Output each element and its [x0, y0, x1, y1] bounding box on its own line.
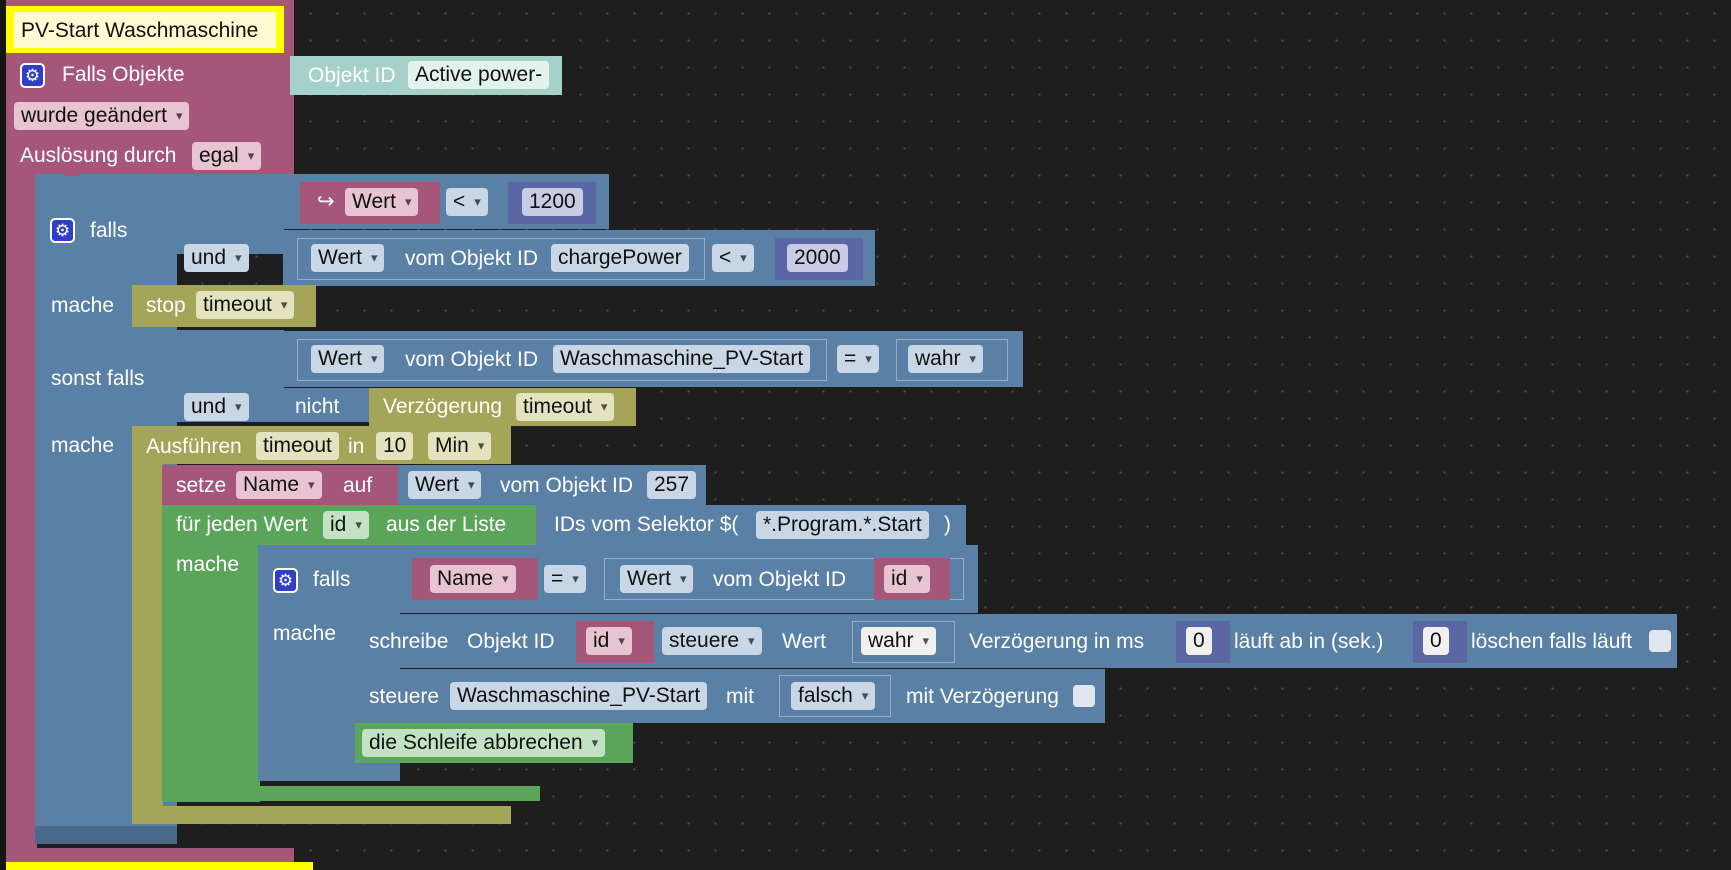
foreach-mache-label: mache	[176, 553, 240, 576]
selector-close: )	[944, 513, 951, 536]
if2-variable-dropdown[interactable]: Name	[430, 565, 516, 593]
und-dropdown-2[interactable]: und	[184, 393, 249, 421]
execute-amount-field[interactable]: 10	[376, 432, 414, 460]
not-block[interactable]	[283, 388, 373, 422]
steuere-delay-checkbox[interactable]	[1073, 685, 1095, 707]
number-field-2[interactable]: 2000	[787, 244, 848, 272]
execute-spine	[132, 462, 163, 824]
execute-timeout-field[interactable]: timeout	[256, 432, 339, 460]
expire-field[interactable]: 0	[1423, 627, 1449, 655]
notch	[64, 170, 80, 176]
ausloesung-dropdown[interactable]: egal	[192, 142, 262, 170]
foreach-variable-dropdown[interactable]: id	[323, 511, 369, 539]
if2-get-value-block[interactable]	[604, 558, 964, 600]
block-title: PV-Start Waschmaschine	[21, 19, 259, 42]
object-id-field[interactable]: chargePower	[551, 244, 689, 272]
schreibe-id-dropdown[interactable]: id	[586, 627, 632, 655]
setze-label: setze	[176, 474, 227, 497]
expire-label: läuft ab in (sek.)	[1234, 630, 1384, 653]
verzoegerung-label: Verzögerung	[383, 395, 503, 418]
selector-label: IDs vom Selektor $(	[554, 513, 739, 536]
operator-dropdown-2[interactable]: <	[712, 244, 754, 272]
if2-field-dropdown[interactable]: Wert	[620, 565, 694, 593]
event-block-spine	[6, 160, 37, 860]
steuere-mit-label: mit	[726, 685, 754, 708]
number-field[interactable]: 1200	[522, 188, 583, 216]
foreach-spine	[162, 544, 260, 802]
nicht-label: nicht	[295, 395, 340, 418]
delay-label: Verzögerung in ms	[969, 630, 1145, 653]
object-id-field-3[interactable]: Waschmaschine_PV-Start	[553, 345, 811, 373]
ausloesung-label: Auslösung durch	[20, 144, 177, 167]
gear-icon[interactable]: ⚙	[273, 568, 298, 593]
if2-operator-dropdown[interactable]: =	[544, 565, 586, 593]
objekt-id-label: Objekt ID	[308, 64, 396, 87]
if-input-strip-1	[176, 174, 284, 254]
gear-icon[interactable]: ⚙	[20, 63, 45, 88]
steuere-value-block[interactable]	[779, 675, 891, 717]
ausfuehren-label: Ausführen	[146, 435, 242, 458]
boolean-dropdown[interactable]: wahr	[908, 345, 984, 373]
objekt-id-field[interactable]: Active power-	[408, 61, 550, 89]
steuere-delay-label: mit Verzögerung	[906, 685, 1059, 708]
stop-timeout-dropdown[interactable]: timeout	[196, 291, 295, 319]
schreibe-value-block[interactable]	[852, 621, 955, 663]
steuere-object-field[interactable]: Waschmaschine_PV-Start	[450, 682, 708, 710]
falls-objekte-label: Falls Objekte	[62, 63, 185, 86]
selector-field[interactable]: *.Program.*.Start	[756, 511, 929, 539]
get-value-block-3[interactable]	[297, 339, 827, 381]
get-value-block[interactable]	[297, 238, 705, 280]
if2-falls-label: falls	[313, 568, 351, 591]
schreibe-value-dropdown[interactable]: wahr	[861, 627, 937, 655]
sonst-falls-label: sonst falls	[51, 367, 145, 390]
field-dropdown-3[interactable]: Wert	[311, 345, 385, 373]
steuere-label: steuere	[369, 685, 440, 708]
left-edge	[0, 0, 8, 870]
trigger-mode-dropdown[interactable]: wurde geändert	[14, 102, 190, 130]
if2-mache-label: mache	[273, 622, 337, 645]
vom-objekt-label: vom Objekt ID	[405, 247, 539, 270]
break-loop-dropdown[interactable]: die Schleife abbrechen	[362, 729, 606, 757]
delay-timeout-dropdown[interactable]: timeout	[516, 393, 615, 421]
if2-vom-label: vom Objekt ID	[713, 568, 847, 591]
delay-field[interactable]: 0	[1186, 627, 1212, 655]
boolean-block[interactable]	[896, 339, 1008, 381]
setze-field-dropdown[interactable]: Wert	[408, 471, 482, 499]
variable-dropdown[interactable]: Wert	[345, 188, 419, 216]
schreibe-wert-label: Wert	[782, 630, 826, 653]
comment-inner	[14, 12, 276, 48]
gear-icon[interactable]: ⚙	[50, 218, 75, 243]
auf-label: auf	[343, 474, 373, 497]
in-label: in	[348, 435, 365, 458]
execute-unit-dropdown[interactable]: Min	[428, 432, 492, 460]
notch	[288, 768, 306, 778]
arrow-icon: ↪	[317, 190, 335, 213]
und-dropdown[interactable]: und	[184, 244, 249, 272]
clear-label: löschen falls läuft	[1471, 630, 1633, 653]
setze-vom-label: vom Objekt ID	[500, 474, 634, 497]
vom-objekt-label-3: vom Objekt ID	[405, 348, 539, 371]
aus-der-liste-label: aus der Liste	[386, 513, 507, 536]
foreach-label: für jeden Wert	[176, 513, 308, 536]
execute-bottom	[132, 806, 511, 824]
schreibe-label: schreibe	[369, 630, 449, 653]
schreibe-objekt-id-label: Objekt ID	[467, 630, 555, 653]
operator-dropdown[interactable]: <	[446, 188, 488, 216]
field-dropdown[interactable]: Wert	[311, 244, 385, 272]
clear-checkbox[interactable]	[1649, 630, 1671, 652]
mache-label-2: mache	[51, 434, 115, 457]
foreach-bottom	[162, 786, 540, 801]
operator-dropdown-3[interactable]: =	[837, 345, 879, 373]
steuere-value-dropdown[interactable]: falsch	[791, 682, 876, 710]
setze-object-field[interactable]: 257	[647, 471, 697, 499]
schreibe-mode-dropdown[interactable]: steuere	[662, 627, 762, 655]
if-block-bottom	[35, 826, 177, 844]
mache-label: mache	[51, 294, 115, 317]
selection-highlight-bottom	[6, 862, 313, 870]
if2-id-dropdown[interactable]: id	[884, 565, 930, 593]
set-variable-dropdown[interactable]: Name	[236, 471, 322, 499]
stop-label: stop	[146, 294, 186, 317]
falls-label: falls	[90, 219, 128, 242]
